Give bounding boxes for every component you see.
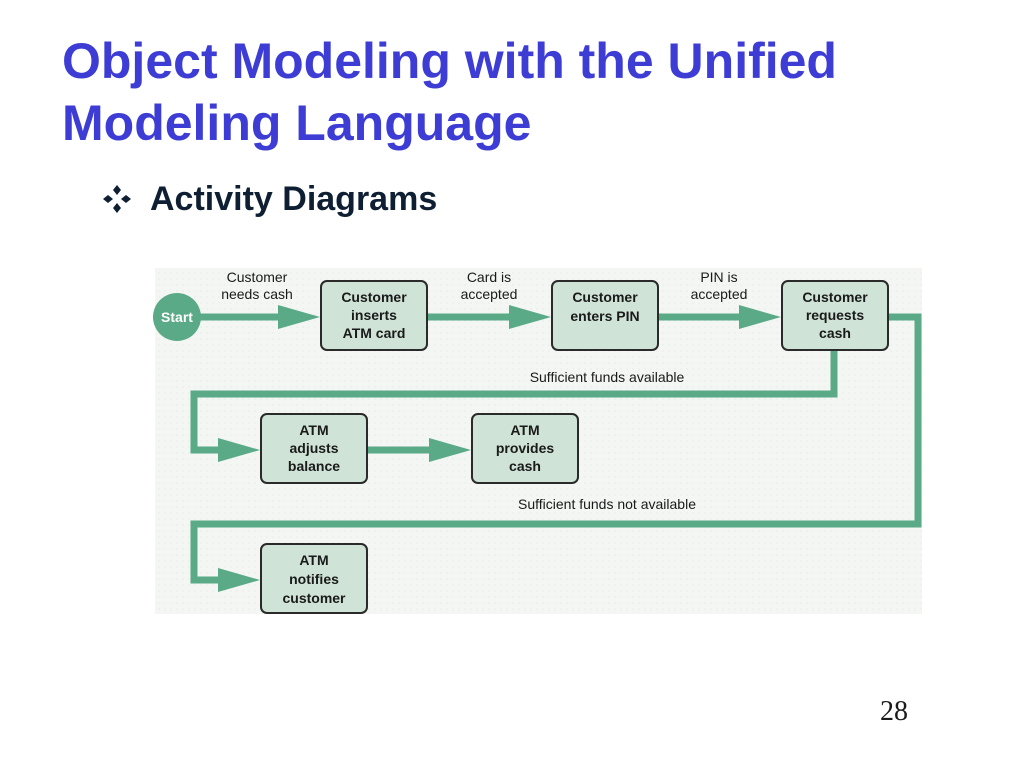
- node-text-line: customer: [282, 590, 346, 606]
- node-text-line: adjusts: [289, 440, 338, 456]
- node-text-line: notifies: [289, 571, 339, 587]
- slide-title: Object Modeling with the Unified Modelin…: [62, 30, 962, 154]
- flow-funds-available: [190, 350, 838, 454]
- arrowhead-to-insert: [278, 305, 320, 329]
- node-text-line: ATM: [299, 422, 328, 438]
- node-text-line: requests: [806, 307, 865, 323]
- activity-node-inserts-card: Customer inserts ATM card: [320, 280, 428, 351]
- bullet-item: Activity Diagrams: [102, 174, 437, 224]
- activity-node-requests-cash: Customer requests cash: [781, 280, 889, 351]
- node-text-line: ATM: [510, 422, 539, 438]
- node-text-line: ATM: [299, 552, 328, 568]
- page-number: 28: [880, 696, 908, 727]
- node-text-line: cash: [819, 325, 851, 341]
- node-text-line: balance: [288, 458, 340, 474]
- slide-title-line-2: Modeling Language: [62, 95, 532, 151]
- edge-label-pin-accepted-line-1: PIN is: [700, 269, 737, 285]
- arrowhead-to-request: [739, 305, 781, 329]
- activity-node-notifies-customer: ATM notifies customer: [260, 543, 368, 614]
- edge-label-pin-accepted-line-2: accepted: [691, 286, 748, 302]
- edge-labels: Customer needs cash Card is accepted PIN…: [221, 269, 747, 512]
- activity-node-adjusts-balance: ATM adjusts balance: [260, 413, 368, 484]
- activity-node-enters-pin: Customer enters PIN: [551, 280, 659, 351]
- node-text-line: enters PIN: [570, 308, 639, 324]
- edge-label-funds-not-available: Sufficient funds not available: [518, 496, 696, 512]
- edge-label-needs-cash-line-2: needs cash: [221, 286, 293, 302]
- diamond-bullet-icon: [103, 185, 131, 213]
- flow-arrowheads: [218, 305, 781, 592]
- edge-label-needs-cash-line-1: Customer: [227, 269, 288, 285]
- arrowhead-to-provide: [429, 438, 471, 462]
- node-text-line: ATM card: [343, 325, 406, 341]
- arrowhead-to-adjust: [218, 438, 260, 462]
- start-label: Start: [161, 309, 193, 325]
- bullet-text: Activity Diagrams: [150, 179, 438, 218]
- arrowhead-to-notify: [218, 568, 260, 592]
- edge-label-funds-available: Sufficient funds available: [530, 369, 685, 385]
- node-text-line: Customer: [341, 289, 407, 305]
- flow-funds-not-available: [190, 313, 922, 584]
- edge-label-card-accepted-line-2: accepted: [461, 286, 518, 302]
- start-node: [153, 293, 201, 341]
- node-text-line: Customer: [802, 289, 868, 305]
- node-text-line: cash: [509, 458, 541, 474]
- slide-title-line-1: Object Modeling with the Unified: [62, 33, 837, 89]
- edge-label-card-accepted-line-1: Card is: [467, 269, 511, 285]
- node-text-line: Customer: [572, 289, 638, 305]
- arrowhead-to-pin: [509, 305, 551, 329]
- node-text-line: inserts: [351, 307, 397, 323]
- node-text-line: provides: [496, 440, 555, 456]
- flow-lines: [190, 313, 922, 584]
- activity-node-provides-cash: ATM provides cash: [471, 413, 579, 484]
